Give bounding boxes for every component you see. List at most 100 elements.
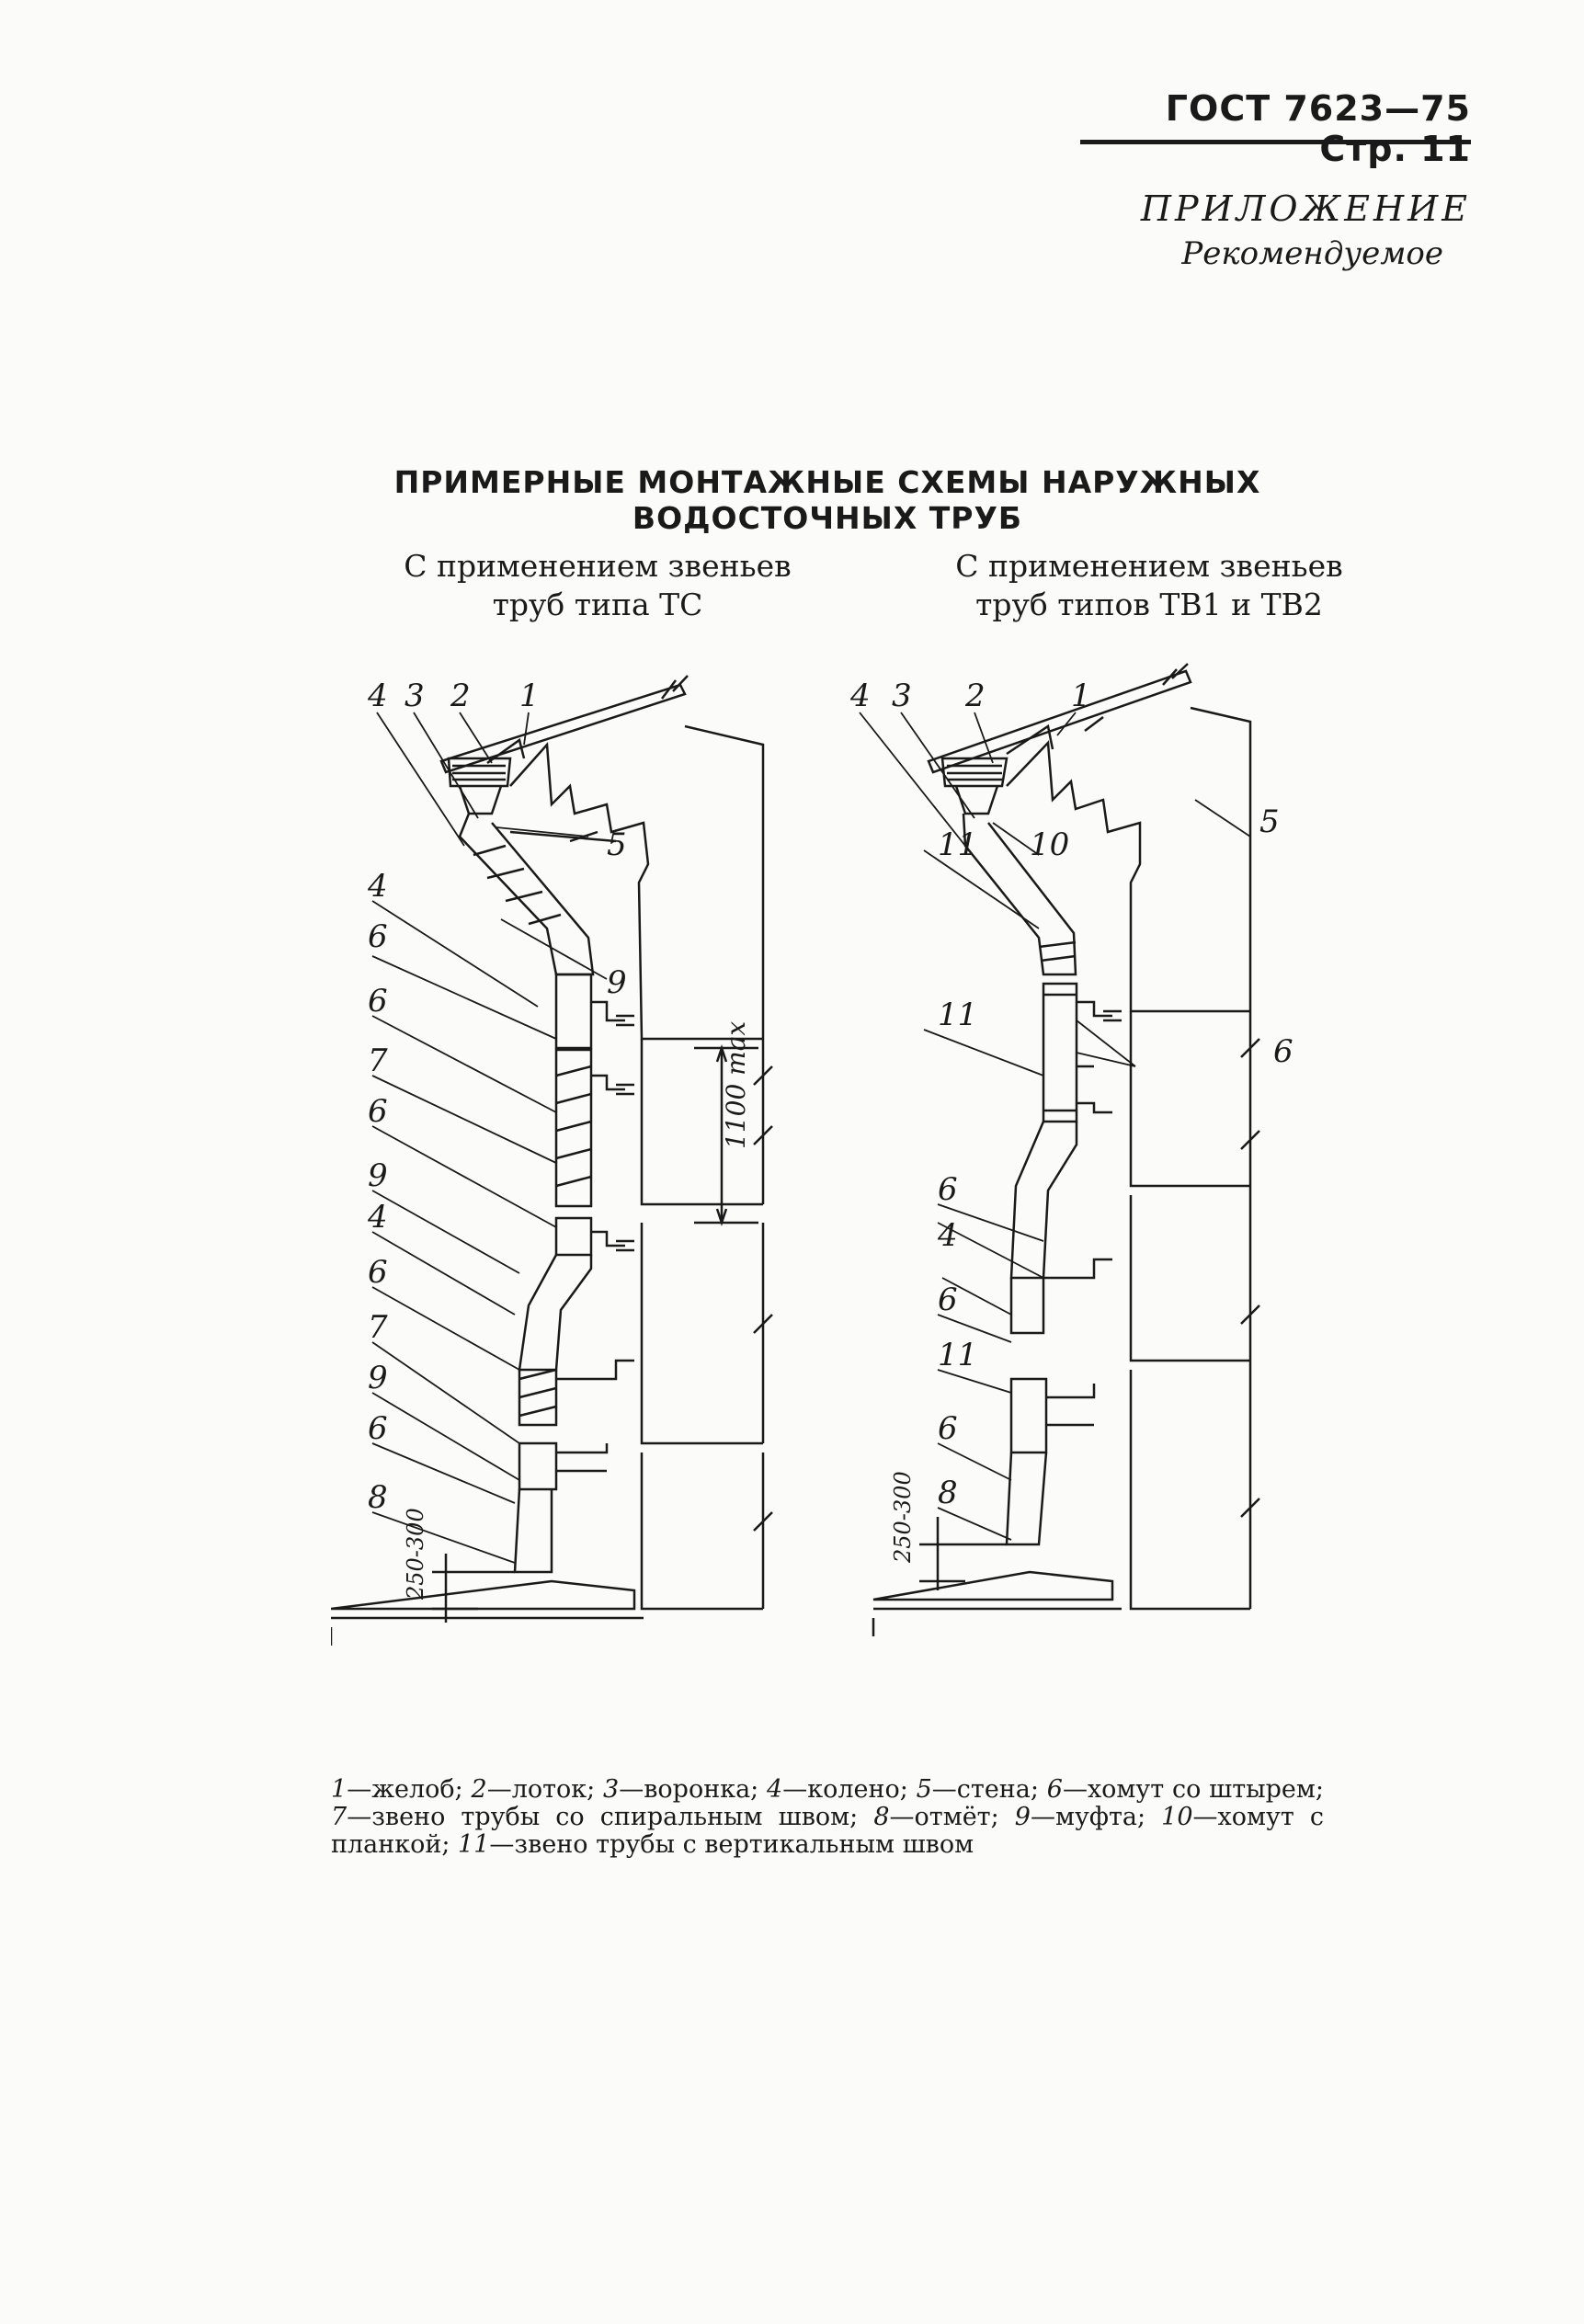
- legend-item-11: 11—звено трубы с вертикальным швом: [458, 1830, 974, 1859]
- left-coupling-2: [518, 1441, 558, 1491]
- right-pipe-seg-1: [1042, 982, 1078, 1123]
- left-scheme-title: С применением звеньев труб типа ТС: [359, 547, 837, 624]
- right-clamp-4: [1046, 1384, 1096, 1427]
- left-ground: [331, 1579, 636, 1611]
- left-tray: [486, 737, 526, 765]
- legend-item-text: —хомут с планкой;: [331, 1803, 1324, 1859]
- left-callout-8: 8: [368, 1479, 388, 1516]
- legend-item-text: —звено трубы со спиральным швом;: [347, 1803, 874, 1831]
- legend: 1—желоб; 2—лоток; 3—воронка; 4—колено; 5…: [331, 1776, 1324, 1859]
- left-leaders: [371, 712, 608, 1564]
- legend-item-number: 4: [767, 1775, 783, 1804]
- legend-item-number: 11: [458, 1830, 490, 1859]
- right-scheme-title-line1: С применением звеньев: [955, 548, 1343, 584]
- legend-item-text: —звено трубы с вертикальным швом: [489, 1830, 974, 1859]
- legend-item-number: 8: [873, 1803, 890, 1831]
- left-callout-6: 6: [368, 983, 388, 1020]
- left-callout-2: 2: [450, 678, 471, 714]
- right-callout-4: 4: [849, 678, 871, 714]
- right-pipe-seg-2: [1009, 1278, 1045, 1335]
- legend-item-number: 1: [331, 1775, 348, 1804]
- right-scheme-title-line2: труб типов ТВ1 и ТВ2: [975, 587, 1323, 622]
- right-callout-10: 10: [1030, 826, 1069, 863]
- legend-item-2: 2—лоток;: [472, 1775, 604, 1804]
- left-clamp-5: [556, 1443, 609, 1473]
- right-pipe-seg-3: [1009, 1377, 1048, 1454]
- right-wall-top: [1190, 706, 1252, 1011]
- left-coupling: [554, 1216, 593, 1257]
- right-callout-11: 11: [938, 997, 977, 1033]
- left-dim-1100-label: 1100 max: [721, 1021, 751, 1149]
- legend-item-number: 6: [1046, 1775, 1063, 1804]
- left-callout-9: 9: [368, 1360, 388, 1396]
- right-funnel: [940, 757, 1009, 788]
- left-dim-1100: [694, 1046, 758, 1225]
- legend-item-4: 4—колено;: [767, 1775, 917, 1804]
- page-title: ПРИМЕРНЫЕ МОНТАЖНЫЕ СХЕМЫ НАРУЖНЫХ ВОДОС…: [393, 464, 1261, 536]
- legend-item-text: —лоток;: [486, 1775, 604, 1804]
- right-gutter: [927, 669, 1192, 774]
- right-cornice: [1006, 740, 1250, 1013]
- left-cornice: [509, 741, 763, 1041]
- right-outlet: [1005, 1452, 1048, 1546]
- left-scheme-drawing: [331, 675, 773, 1646]
- left-dim-250: [432, 1554, 515, 1623]
- legend-item-1: 1—желоб;: [331, 1775, 472, 1804]
- legend-item-number: 9: [1014, 1803, 1031, 1831]
- right-callout-2: 2: [964, 678, 986, 714]
- legend-item-text: —желоб;: [347, 1775, 472, 1804]
- right-callout-11: 11: [938, 826, 977, 863]
- left-callout-9: 9: [368, 1157, 388, 1194]
- left-pipe-seg-2: [554, 1048, 593, 1208]
- left-clamp-3: [591, 1230, 634, 1252]
- left-pipe-seg-1: [554, 973, 593, 1050]
- left-callout-4: 4: [367, 678, 388, 714]
- right-callout-6: 6: [1273, 1033, 1293, 1070]
- left-elbow-lower: [518, 1254, 593, 1372]
- legend-item-number: 5: [916, 1775, 932, 1804]
- legend-item-9: 9—муфта;: [1015, 1803, 1161, 1831]
- appendix-title: ПРИЛОЖЕНИЕ: [1140, 188, 1471, 229]
- left-scheme-title-line1: С применением звеньев: [404, 548, 792, 584]
- left-clamp-4: [556, 1359, 634, 1381]
- right-callout-5: 5: [1259, 803, 1280, 840]
- right-clamp-2: [1077, 1065, 1112, 1114]
- legend-item-text: —хомут со штырем;: [1062, 1775, 1324, 1804]
- legend-item-number: 7: [331, 1803, 348, 1831]
- left-callout-5: 5: [607, 826, 627, 863]
- right-elbow-lower: [1009, 1121, 1078, 1280]
- legend-item-text: —колено;: [782, 1775, 917, 1804]
- legend-item-8: 8—отмёт;: [873, 1803, 1014, 1831]
- page-header: ГОСТ 7623—75 Стр. 11: [1165, 88, 1471, 169]
- left-callout-6: 6: [368, 1410, 388, 1447]
- left-clamp-2: [591, 1074, 634, 1096]
- left-wall-top: [684, 724, 765, 901]
- right-callout-6: 6: [938, 1410, 958, 1447]
- legend-item-number: 10: [1161, 1803, 1193, 1831]
- left-clamp-1: [591, 1000, 634, 1027]
- right-leaders: [859, 712, 1251, 1541]
- legend-item-10: 10—хомут с планкой;: [331, 1803, 1324, 1859]
- right-callout-6: 6: [938, 1171, 958, 1208]
- header-rule: [1080, 140, 1471, 144]
- legend-item-5: 5—стена;: [917, 1775, 1047, 1804]
- right-scheme-drawing: [859, 663, 1260, 1636]
- right-wall-profile: [1129, 1011, 1250, 1611]
- left-break-mark: [661, 675, 689, 700]
- legend-item-text: —отмёт;: [889, 1803, 1015, 1831]
- legend-item-6: 6—хомут со штырем;: [1047, 1775, 1324, 1804]
- right-ground: [872, 1570, 1114, 1601]
- left-gutter: [439, 683, 687, 774]
- right-callout-1: 1: [1071, 678, 1091, 714]
- legend-item-7: 7—звено трубы со спиральным швом;: [331, 1803, 873, 1831]
- left-dim-250-label: 250-300: [403, 1508, 428, 1601]
- right-dim-250-label: 250-300: [890, 1471, 916, 1564]
- left-scheme-title-line2: труб типа ТС: [492, 587, 703, 622]
- left-callout-9: 9: [607, 964, 627, 1001]
- legend-item-text: —муфта;: [1030, 1803, 1162, 1831]
- legend-item-number: 3: [603, 1775, 620, 1804]
- legend-item-text: —стена;: [931, 1775, 1047, 1804]
- left-callout-6: 6: [368, 918, 388, 955]
- right-callout-6: 6: [938, 1282, 958, 1318]
